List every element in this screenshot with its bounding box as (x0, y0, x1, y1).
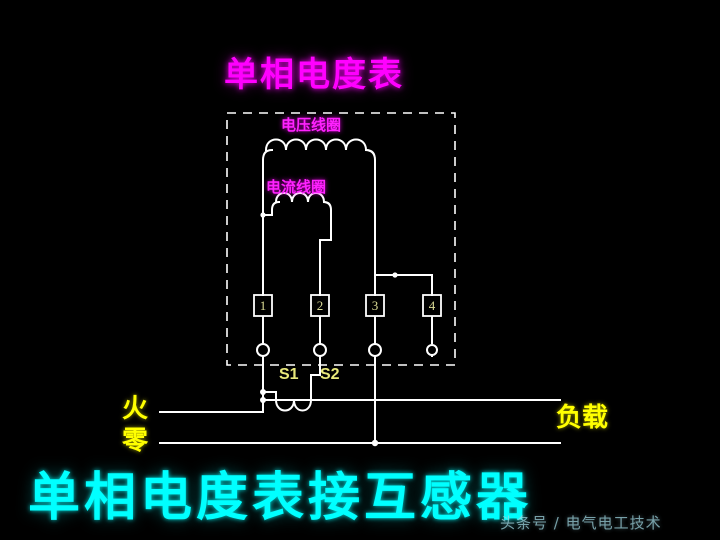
current-coil-label: 电流线圈 (266, 178, 327, 196)
wire-terminal1-to-s1 (262, 391, 277, 401)
binding-post-1 (256, 343, 270, 357)
junction-dot-live-bus (260, 397, 266, 403)
page-title-top: 单相电度表 (224, 55, 404, 95)
load-label: 负载 (556, 403, 609, 433)
binding-posts (256, 343, 438, 357)
terminal-stems (262, 316, 433, 344)
terminal-label-3: 3 (371, 298, 379, 313)
voltage-coil-label: 电压线圈 (281, 116, 342, 134)
binding-post-3 (368, 343, 382, 357)
terminal-boxes (253, 294, 442, 317)
wire-live-incoming (159, 391, 264, 413)
meter-enclosure-dashed-box (226, 112, 456, 366)
page-title-bottom: 单相电度表接互感器 (28, 468, 533, 528)
live-line-label: 火 (122, 394, 149, 424)
junction-dot-current-coil-tap (260, 212, 266, 218)
terminal-3-4-branch (374, 274, 433, 296)
ct-s1-label: S1 (279, 366, 299, 383)
junction-dot-neutral-terminal3 (371, 439, 379, 447)
terminal-label-2: 2 (316, 298, 324, 313)
voltage-coil-left-lead (262, 148, 274, 296)
ct-s2-label: S2 (320, 366, 340, 383)
current-coil-right-lead (319, 200, 332, 296)
current-coil-left-lead (262, 200, 281, 216)
current-coil-winding (274, 192, 326, 204)
junction-dot-terminal-34 (392, 272, 398, 278)
voltage-coil-right-lead (364, 148, 376, 276)
terminal-label-1: 1 (259, 298, 267, 313)
external-junction-dots (260, 389, 379, 447)
wire-terminal2-down (310, 355, 321, 393)
junction-dot-live-ct (260, 389, 266, 395)
watermark-text: 头条号 / 电气电工技术 (500, 514, 662, 532)
binding-post-2 (313, 343, 327, 357)
external-wiring (159, 355, 561, 444)
neutral-line-label: 零 (122, 426, 149, 456)
ct-secondary-winding (274, 398, 313, 412)
terminal-label-4: 4 (428, 298, 436, 313)
binding-post-4 (426, 344, 438, 356)
voltage-coil-winding (264, 138, 368, 152)
meter-internal-wiring (262, 138, 433, 296)
